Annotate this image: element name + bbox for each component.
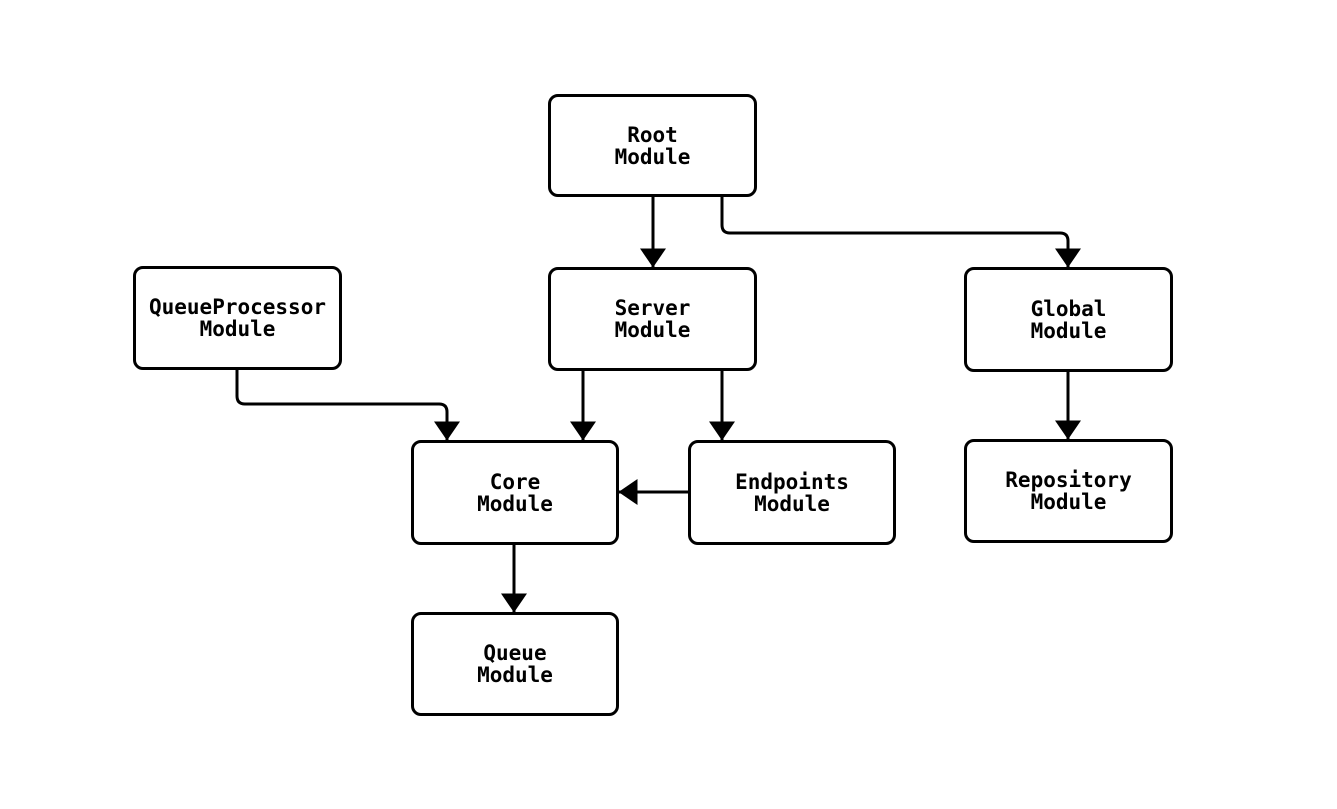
node-label: QueueProcessor Module xyxy=(148,295,326,341)
node-endpoints-module: Endpoints Module xyxy=(688,440,896,545)
node-label: Queue Module xyxy=(477,641,553,687)
node-label: Global Module xyxy=(1030,296,1107,343)
edge-root-global xyxy=(720,197,1081,268)
node-global-module: Global Module xyxy=(964,267,1173,372)
node-server-module: Server Module xyxy=(548,267,757,371)
edge-queueprocessor-core xyxy=(235,370,460,441)
node-queueprocessor-module: QueueProcessor Module xyxy=(133,266,342,370)
node-repository-module: Repository Module xyxy=(964,439,1173,543)
node-core-module: Core Module xyxy=(411,440,619,545)
node-queue-module: Queue Module xyxy=(411,612,619,716)
node-label: Server Module xyxy=(614,296,691,342)
node-label: Root Module xyxy=(614,122,691,169)
node-label: Repository Module xyxy=(1005,468,1132,514)
node-root-module: Root Module xyxy=(548,94,757,197)
node-label: Core Module xyxy=(477,469,553,516)
node-label: Endpoints Module xyxy=(735,469,849,516)
